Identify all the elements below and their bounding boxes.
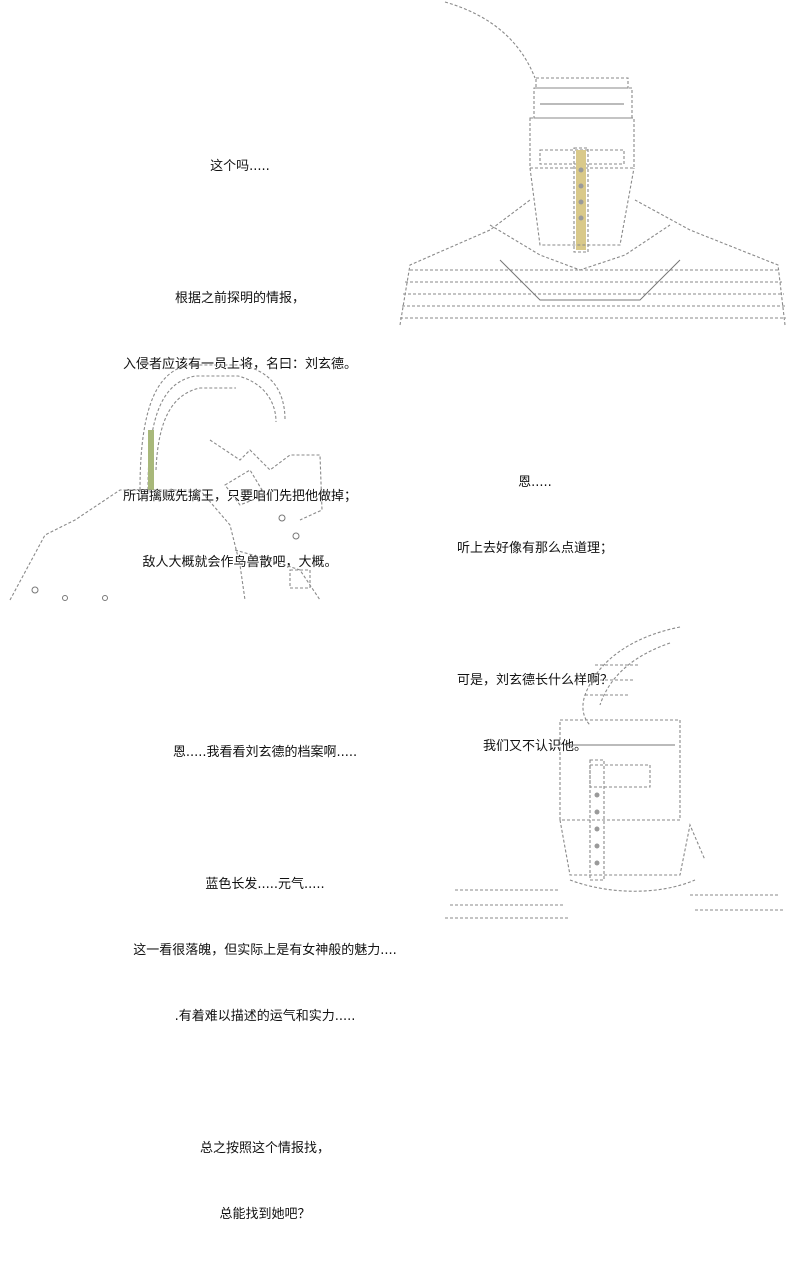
dialog-line: 所谓擒贼先擒王，只要咱们先把他做掉； bbox=[122, 489, 357, 504]
dialog-line: 这个吗..... bbox=[210, 159, 270, 174]
plumed-knight-icon bbox=[440, 625, 795, 925]
dialog-line: 恩.....我看看刘玄德的档案啊..... bbox=[172, 745, 358, 760]
dialog-spacer bbox=[90, 222, 390, 244]
dialog-line: 总之按照这个情报找， bbox=[199, 1141, 330, 1156]
dialog-line: 恩..... bbox=[518, 475, 552, 490]
panel-2: 恩..... 听上去好像有那么点道理； 可是，刘玄德长什么样啊？ 我们又不认识他… bbox=[0, 340, 800, 754]
panel-1: 这个吗..... 根据之前探明的情报， 入侵者应该有一员上将，名曰：刘玄德。 所… bbox=[0, 0, 800, 570]
dialog-panel-2: 恩..... 听上去好像有那么点道理； 可是，刘玄德长什么样啊？ 我们又不认识他… bbox=[400, 428, 670, 802]
dialog-line: 蓝色长发.....元气..... bbox=[205, 877, 325, 892]
dialog-line: .有着难以描述的运气和实力..... bbox=[174, 1009, 356, 1024]
panel-3: 恩.....我看看刘玄德的档案啊..... 蓝色长发.....元气..... 这… bbox=[0, 620, 800, 1222]
dialog-line: 我们又不认识他。 bbox=[482, 739, 587, 754]
dialog-spacer bbox=[100, 1072, 430, 1094]
dialog-spacer bbox=[100, 808, 430, 830]
dialog-line: 这一看很落魄，但实际上是有女神般的魅力.... bbox=[133, 943, 397, 958]
dialog-line: 根据之前探明的情报， bbox=[174, 291, 305, 306]
hooded-figure-icon bbox=[0, 360, 340, 610]
dialog-panel-3: 恩.....我看看刘玄德的档案啊..... 蓝色长发.....元气..... 这… bbox=[100, 698, 430, 1270]
bucket-helmet-knight-icon bbox=[390, 0, 795, 335]
dialog-panel-1: 这个吗..... 根据之前探明的情报， 入侵者应该有一员上将，名曰：刘玄德。 所… bbox=[90, 112, 390, 618]
dialog-line: 总能找到她吧？ bbox=[219, 1207, 311, 1222]
dialog-line: 可是，刘玄德长什么样啊？ bbox=[456, 673, 613, 688]
dialog-line: 听上去好像有那么点道理； bbox=[456, 541, 613, 556]
